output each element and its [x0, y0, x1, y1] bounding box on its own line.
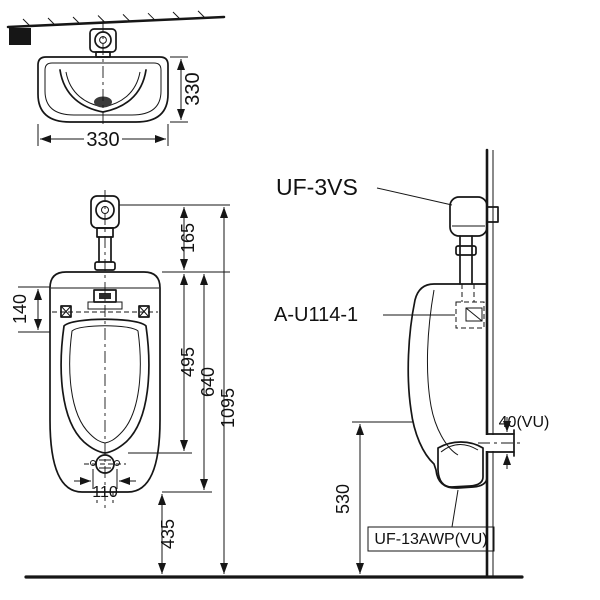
wall-anchor-block	[9, 28, 31, 45]
top-width-label: 330	[86, 129, 119, 151]
dim-outlet-size: 40(VU)	[499, 414, 550, 469]
front-spreader-label: 140	[10, 294, 30, 324]
top-drain-shade	[94, 96, 112, 108]
front-bowl-label: 495	[178, 347, 198, 377]
valve-model-label: UF-3VS	[276, 174, 358, 200]
dim-front-drain: 110	[74, 469, 136, 501]
front-total-height-label: 1095	[218, 388, 238, 428]
bowl	[60, 318, 150, 454]
dim-top-depth: 330	[170, 56, 204, 123]
front-drain-spacing-label: 110	[92, 484, 118, 501]
spud-model-label: A-U114-1	[274, 304, 358, 326]
ceiling-hatch	[22, 10, 206, 27]
front-view	[49, 190, 161, 508]
side-outlet-size-label: 40(VU)	[499, 414, 550, 431]
trap-model-label: UF-13AWP(VU)	[374, 531, 487, 548]
urinal-side-outline	[407, 283, 488, 489]
ceiling-line	[6, 15, 226, 29]
mounting-holes	[60, 305, 150, 318]
front-floor-gap-label: 435	[158, 519, 178, 549]
callout-spud-model: A-U114-1	[274, 304, 455, 326]
callout-trap-model: UF-13AWP(VU)	[367, 489, 495, 552]
outlet-pipe	[478, 429, 521, 457]
side-view	[407, 148, 521, 578]
callout-valve-model: UF-3VS	[276, 174, 453, 206]
inlet-spud	[455, 284, 485, 329]
trap	[437, 441, 484, 488]
front-valve-offset-label: 165	[178, 223, 198, 253]
dim-outlet-height: 530	[333, 421, 413, 574]
flush-valve-side	[449, 196, 499, 285]
urinal-top-outline	[37, 56, 169, 123]
dim-front-right: 165 495 640 1095 435	[119, 204, 238, 574]
front-body-height-label: 640	[198, 367, 218, 397]
top-depth-label: 330	[182, 72, 204, 105]
side-outlet-height-label: 530	[333, 484, 353, 514]
dim-top-width: 330	[37, 124, 169, 151]
dim-front-spreader: 140	[10, 286, 50, 333]
top-view	[6, 10, 226, 128]
